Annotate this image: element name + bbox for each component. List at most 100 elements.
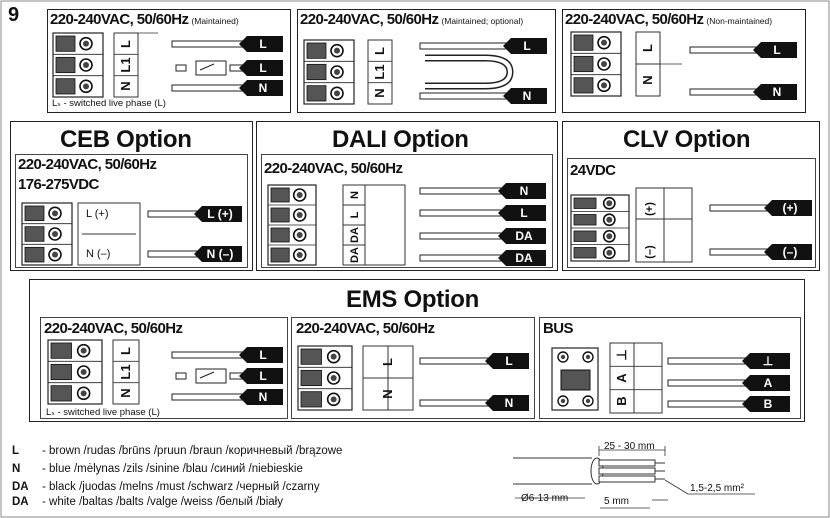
- optional-jumper-loop: [425, 54, 514, 90]
- maintained-wire-l-tag-label: L: [259, 37, 267, 51]
- non-maintained-terminal-clamp-2: [573, 77, 594, 94]
- dali-wire-da2-insulation: [419, 254, 507, 262]
- optional-wire-l-tag: [503, 38, 547, 54]
- clv-terminal-clamp-3: [573, 247, 597, 259]
- ems-left-wire-n-tag: [239, 389, 283, 405]
- non-maintained-wire-l-tag: [753, 42, 797, 58]
- cable-core-0: [598, 459, 656, 467]
- clv-option-title: CLV Option: [623, 126, 751, 153]
- dali-terminal-screw-core-0: [296, 192, 303, 198]
- clv-terminal-screw-core-0: [606, 200, 613, 207]
- clv-terminal-screw-core-3: [606, 249, 613, 256]
- ems-middle-terminal-clamp-2: [300, 391, 322, 408]
- dali-label-3: DA: [349, 247, 361, 263]
- bus-label-2: B: [614, 396, 629, 406]
- dali-wire-da1-insulation: [419, 232, 507, 240]
- maintained-optional-title: 220-240VAC, 50/60Hz(Maintained; optional…: [300, 11, 524, 28]
- legend-row-n: N- blue /mėlynas /zils /sinine /blau /си…: [12, 463, 303, 475]
- ems-left-wire-l-switched-tag-label: L: [259, 369, 267, 383]
- ceb-terminal-screw-core-0: [52, 210, 58, 217]
- dali-wire-da2-tag-label: DA: [515, 251, 533, 265]
- ceb-terminal-clamp-1: [24, 226, 45, 242]
- ceb-option-title: CEB Option: [60, 126, 192, 153]
- dali-terminal-clamp-0: [270, 187, 290, 203]
- non-maintained-terminal-clamp-1: [573, 55, 594, 73]
- non-maintained-terminal-clamp-0: [573, 34, 594, 51]
- ems-left-wire-l-insulation: [171, 351, 248, 359]
- maintained-wire-l-tag: [239, 36, 283, 52]
- clv-wire-plus-tag-label: (+): [782, 201, 798, 215]
- ems-middle-terminal-screw-core-1: [330, 375, 337, 381]
- ems-middle-terminal-screw-core-0: [330, 353, 337, 360]
- maintained-terminal-screw-core-2: [83, 83, 89, 90]
- dali-wire-l-tag: [498, 205, 546, 221]
- cable-core-2: [598, 475, 656, 483]
- cable-core-strip: 5 mm: [604, 496, 629, 507]
- non-maintained-title: 220-240VAC, 50/60Hz(Non-maintained): [565, 11, 773, 28]
- optional-jumper-loop-inner: [425, 56, 513, 88]
- dali-label-0: N: [349, 191, 361, 199]
- ems-left-label-grid: [112, 339, 140, 405]
- clv-label-plus: (+): [644, 202, 656, 216]
- dali-wire-n-tag-label: N: [519, 184, 529, 198]
- switch-icon-lever: [199, 63, 215, 71]
- optional-terminal-screw-core-2: [334, 90, 340, 97]
- clv-wire-plus-tag: [764, 200, 812, 216]
- maintained-wire-l-switched-tag-label: L: [259, 61, 267, 75]
- ceb-terminal-screw-core-2: [52, 251, 58, 258]
- ems-middle-wire-n-insulation: [419, 399, 494, 407]
- ceb-wire-l-tag: [194, 206, 242, 222]
- bus-wire-b-insulation: [667, 400, 751, 408]
- cable-cross-section: 1,5-2,5 mm²: [690, 483, 744, 494]
- bus-clamp: [560, 369, 591, 391]
- bus-wire-ground-insulation: [667, 357, 751, 365]
- ems-option-title: EMS Option: [346, 286, 479, 313]
- ems-switch-icon-lever: [199, 371, 215, 379]
- switch-icon: [195, 60, 227, 76]
- ceb-wire-n-tag-label: N (–): [206, 247, 234, 261]
- maintained-ls-stub: [175, 64, 187, 72]
- bus-wire-ground-tag: [742, 353, 790, 369]
- optional-terminal-screw-core-0: [334, 47, 340, 54]
- optional-wire-n-insulation: [419, 92, 512, 100]
- optional-label-grid: [367, 39, 393, 105]
- legend-row-l: L- brown /rudas /brūns /pruun /braun /ко…: [12, 445, 343, 457]
- ems-left-terminal-screw-core-0: [80, 347, 87, 354]
- ems-middle-wire-l-tag: [485, 353, 529, 369]
- maintained-wire-n-tag: [239, 80, 283, 96]
- clv-wire-plus-insulation: [709, 204, 773, 212]
- dali-wire-da2-tag: [498, 250, 546, 266]
- ceb-terminal-clamp-2: [24, 246, 45, 263]
- non-maintained-label-grid-label-1: N: [640, 75, 655, 85]
- figure-number: 9: [8, 4, 20, 26]
- ems-left-terminal-clamp-0: [50, 342, 72, 359]
- dali-terminal-screw-core-3: [296, 252, 303, 258]
- cable-core-1: [598, 467, 656, 475]
- ems-middle-wire-n-tag: [485, 395, 529, 411]
- dali-wire-da1-tag: [498, 228, 546, 244]
- maintained-terminal-screw-core-0: [83, 40, 89, 47]
- optional-terminal-clamp-1: [306, 63, 327, 81]
- clv-terminal-clamp-2: [573, 230, 597, 242]
- non-maintained-wire-n-insulation: [689, 88, 762, 96]
- clv-wire-minus-tag: [764, 244, 812, 260]
- ems-middle-wire-n-tag-label: N: [504, 396, 514, 410]
- ceb-label-n: N (–): [86, 248, 111, 260]
- dali-terminal-clamp-2: [270, 227, 290, 243]
- legend-row-da-black: DA- black /juodas /melns /must /schwarz …: [12, 481, 320, 493]
- bus-wire-b-tag: [742, 396, 790, 412]
- ems-middle-terminal-clamp-0: [300, 348, 322, 365]
- optional-wire-n-tag-label: N: [522, 89, 532, 103]
- maintained-terminal-clamp-0: [55, 35, 76, 52]
- ceb-label-l: L (+): [86, 208, 109, 220]
- optional-terminal-clamp-0: [306, 42, 327, 59]
- ems-middle-wire-l-insulation: [419, 357, 494, 365]
- non-maintained-terminal-screw-core-0: [601, 39, 607, 46]
- clv-terminal-screw-core-1: [606, 216, 613, 223]
- dali-terminal-screw-core-2: [296, 232, 303, 238]
- non-maintained-wire-l-tag-label: L: [773, 43, 781, 57]
- cable-strip-length: 25 - 30 mm: [604, 441, 655, 452]
- bus-screw-core-1: [585, 354, 591, 360]
